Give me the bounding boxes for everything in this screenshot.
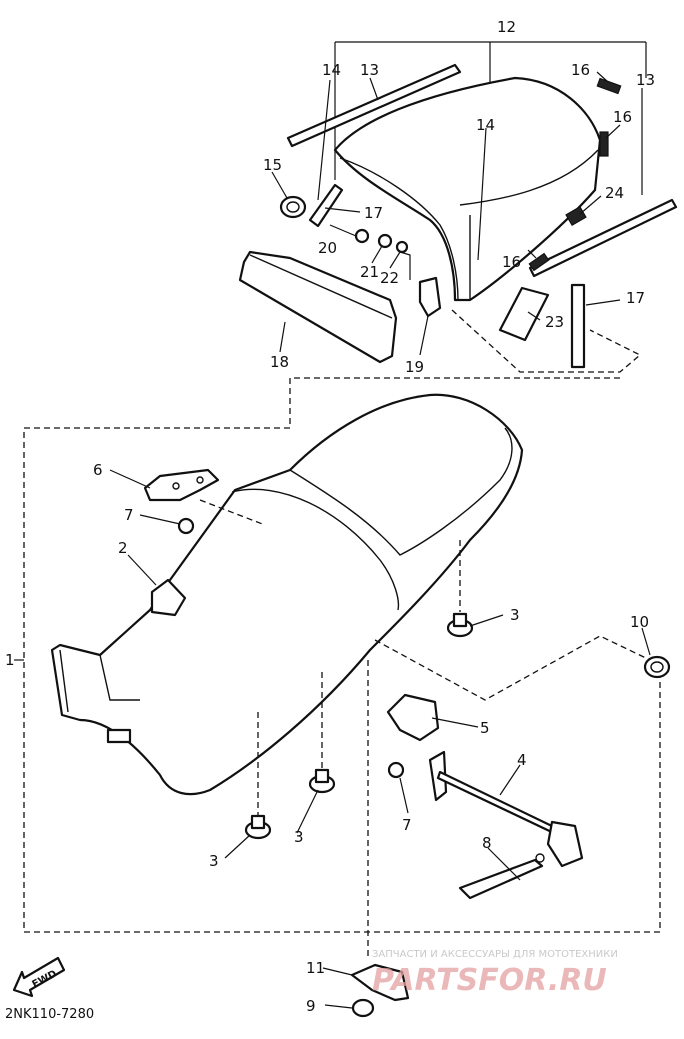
- bracket-6: [143, 468, 220, 502]
- callout-17-left: 17: [364, 204, 383, 222]
- callout-15: 15: [263, 156, 282, 174]
- emblem-16-bottom: [528, 252, 550, 272]
- bolt-10: [643, 655, 671, 679]
- callout-19: 19: [405, 358, 424, 376]
- callout-2: 2: [118, 539, 128, 557]
- fwd-arrow-icon: FWD: [12, 956, 66, 998]
- bolt-7-upper: [177, 517, 195, 535]
- callout-13-left: 13: [360, 61, 379, 79]
- callout-labels: 1 2 3 3 3 4 5 6 7 7 8 9 10 11 12 13 13 1…: [5, 18, 655, 1015]
- callout-9: 9: [306, 997, 316, 1015]
- callout-7-lower: 7: [402, 816, 412, 834]
- callout-17-right: 17: [626, 289, 645, 307]
- callout-20: 20: [318, 239, 337, 257]
- callout-3-middle: 3: [294, 828, 304, 846]
- seat-group-outline: [23, 377, 661, 933]
- callout-6: 6: [93, 461, 103, 479]
- callout-11: 11: [306, 959, 325, 977]
- callout-21: 21: [360, 263, 379, 281]
- callout-24: 24: [605, 184, 624, 202]
- seat-lock-11: [350, 963, 410, 1002]
- washer-21: [377, 233, 393, 249]
- callout-23: 23: [545, 313, 564, 331]
- strip-17-left: [308, 183, 344, 228]
- emblem-16-side: [599, 131, 609, 157]
- seat-cowl-group: [238, 41, 678, 373]
- strip-17-right: [570, 283, 586, 369]
- grommet-3-right: [446, 612, 474, 638]
- bracket-12: [334, 41, 647, 180]
- bracket-19: [418, 276, 442, 318]
- latch-plate-2: [150, 578, 187, 617]
- callout-12: 12: [497, 18, 516, 36]
- part-code: 2NK110-7280: [5, 1007, 94, 1022]
- bracket-5: [386, 693, 440, 742]
- callout-5: 5: [480, 719, 490, 737]
- callout-16-side: 16: [613, 108, 632, 126]
- grommet-3-middle: [308, 768, 336, 794]
- callout-3-left: 3: [209, 852, 219, 870]
- callout-13-right: 13: [636, 71, 655, 89]
- callout-3-right: 3: [510, 606, 520, 624]
- callout-8: 8: [482, 834, 492, 852]
- pad-23: [498, 286, 550, 342]
- callout-18: 18: [270, 353, 289, 371]
- callout-16-bottom: 16: [502, 253, 521, 271]
- stripe-13-right: [528, 198, 678, 278]
- callout-7-upper: 7: [124, 506, 134, 524]
- callout-1: 1: [5, 651, 15, 669]
- grab-handle-18: [238, 250, 398, 364]
- callout-14-left: 14: [322, 61, 341, 79]
- main-seat-group: [14, 377, 671, 1018]
- emblem-16-top: [596, 77, 622, 95]
- callout-14-middle: 14: [476, 116, 495, 134]
- lock-rod-4: [428, 750, 584, 868]
- cowl-group-outline: [451, 309, 642, 373]
- bolt-7-lower: [387, 761, 405, 779]
- watermark: ЗАПЧАСТИ И АКСЕССУАРЫ ДЛЯ МОТОТЕХНИКИ PA…: [372, 949, 618, 998]
- grommet-3-left: [244, 814, 272, 840]
- seat-body: [50, 393, 524, 796]
- bolt-9: [351, 998, 375, 1018]
- cable-8: [458, 858, 544, 900]
- bolt-20: [354, 228, 370, 244]
- callout-22: 22: [380, 269, 399, 287]
- watermark-logo: PARTSFOR.RU: [372, 963, 607, 998]
- damper-15: [279, 195, 307, 219]
- leader-lines: [109, 71, 651, 1009]
- callout-16-top: 16: [571, 61, 590, 79]
- nut-22: [395, 240, 409, 254]
- seat-cowl: [333, 76, 602, 302]
- callout-4: 4: [517, 751, 527, 769]
- seat-hook: [106, 728, 132, 744]
- watermark-caption: ЗАПЧАСТИ И АКСЕССУАРЫ ДЛЯ МОТОТЕХНИКИ: [372, 949, 618, 960]
- stripe-13-left: [286, 63, 462, 148]
- callout-10: 10: [630, 613, 649, 631]
